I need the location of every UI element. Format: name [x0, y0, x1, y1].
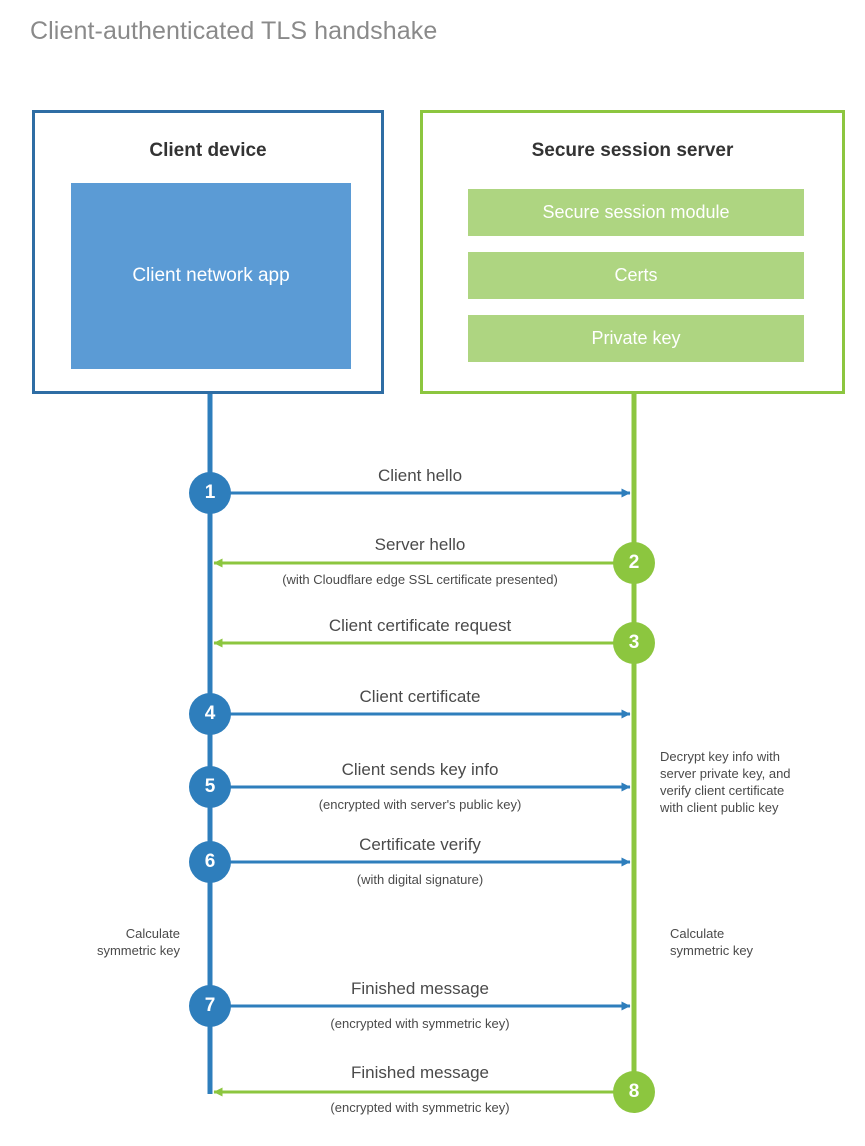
message-sublabel-7: (encrypted with symmetric key) [330, 1016, 510, 1031]
step-marker-3[interactable]: 3 [613, 622, 655, 664]
step-marker-6[interactable]: 6 [189, 841, 231, 883]
step-marker-7[interactable]: 7 [189, 985, 231, 1027]
secure-session-server-title: Secure session server [531, 140, 734, 161]
secure-session-server-box: Secure session server Secure session mod… [420, 110, 845, 394]
step-marker-4[interactable]: 4 [189, 693, 231, 735]
message-label-6: Certificate verify [359, 835, 481, 854]
server-module-private-key: Private key [468, 315, 804, 362]
page-title: Client-authenticated TLS handshake [30, 17, 438, 45]
server-module-certs: Certs [468, 252, 804, 299]
message-label-5: Client sends key info [341, 760, 499, 779]
step-marker-5[interactable]: 5 [189, 766, 231, 808]
step-marker-8[interactable]: 8 [613, 1071, 655, 1113]
message-sublabel-8: (encrypted with symmetric key) [330, 1100, 510, 1115]
message-label-3: Client certificate request [328, 616, 512, 635]
message-label-8: Finished message [351, 1063, 489, 1082]
server-module-secure-session-module: Secure session module [468, 189, 804, 236]
message-sublabel-5: (encrypted with server's public key) [318, 797, 522, 812]
message-sublabel-6: (with digital signature) [356, 872, 484, 887]
message-label-4: Client certificate [359, 687, 481, 706]
message-label-1: Client hello [377, 466, 463, 485]
client-device-box: Client device Client network app [32, 110, 384, 394]
client-network-app-block: Client network app [71, 183, 351, 369]
client-device-title: Client device [149, 140, 267, 161]
message-label-2: Server hello [374, 535, 466, 554]
message-label-7: Finished message [351, 979, 489, 998]
step-marker-1[interactable]: 1 [189, 472, 231, 514]
step-marker-2[interactable]: 2 [613, 542, 655, 584]
message-sublabel-2: (with Cloudflare edge SSL certificate pr… [282, 572, 558, 587]
